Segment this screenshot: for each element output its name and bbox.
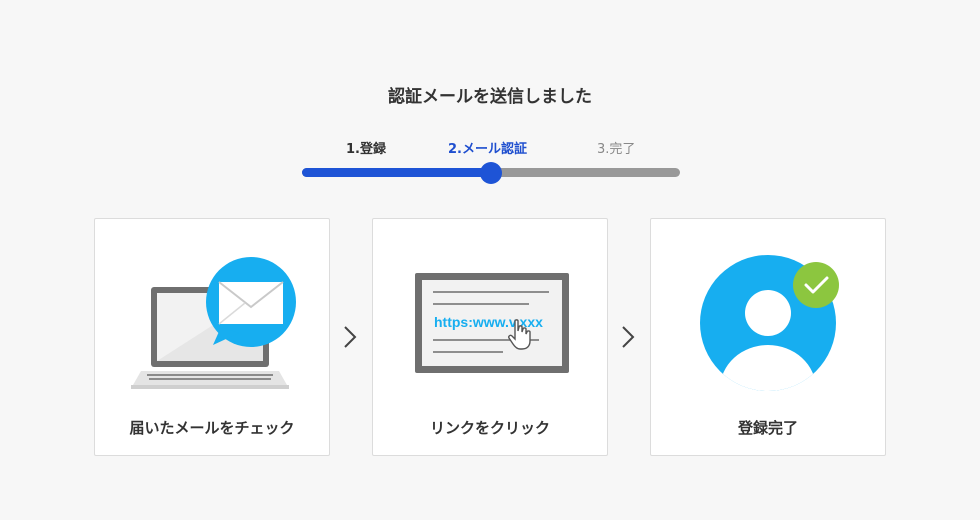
progress-knob [480,162,502,184]
step-card-click-link: https:www.v.xxx リンクをクリック [372,218,608,456]
chevron-right-icon [344,326,357,348]
laptop-mail-icon [131,257,296,389]
progress-fill [302,168,491,177]
page-title: 認証メールを送信しました [388,87,592,107]
progress-track [302,162,680,184]
progress-steps: 1.登録 2.メール認証 3.完了 [302,138,682,184]
step-label-complete: 3.完了 [597,142,636,157]
chevron-right-icon [622,326,635,348]
link-text: https:www.v.xxx [434,314,543,330]
step-card-complete: 登録完了 [650,218,886,456]
hand-pointer-icon [508,319,531,350]
link-click-icon: https:www.v.xxx [415,273,569,373]
step-label-register: 1.登録 [346,142,386,157]
card-label-click-link: リンクをクリック [429,419,550,437]
user-check-icon [700,255,839,391]
card-label-complete: 登録完了 [737,419,798,437]
step-card-check-mail: 届いたメールをチェック [94,218,330,456]
step-label-mail-auth: 2.メール認証 [448,142,527,157]
check-badge-icon [793,262,839,308]
card-label-check-mail: 届いたメールをチェック [129,419,295,437]
